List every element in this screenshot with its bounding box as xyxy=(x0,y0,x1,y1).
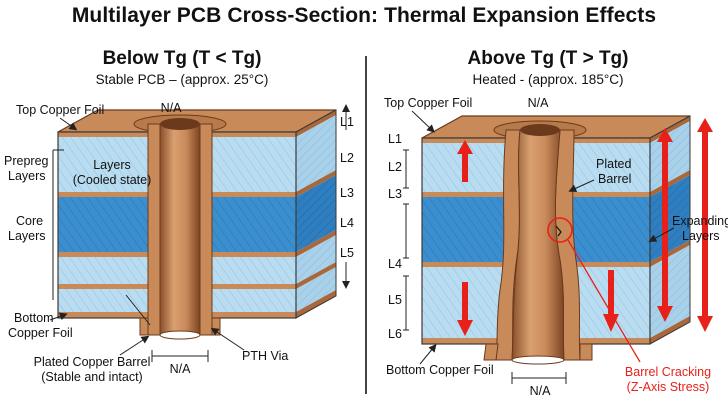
right-layer-L4: L4 xyxy=(388,257,402,271)
left-layer-names: L1 L2 L3 L4 L5 xyxy=(340,115,354,260)
left-barrel-label-pointer xyxy=(119,335,150,356)
left-layers-label-line2: (Cooled state) xyxy=(73,173,152,187)
left-layer-L2: L2 xyxy=(340,151,354,165)
right-bottom-copper-pointer xyxy=(419,343,437,365)
crack-callout-line xyxy=(567,239,641,363)
crack-mark xyxy=(555,225,562,237)
right-plated-label-line1: Plated xyxy=(596,157,631,171)
right-layer-L1: L1 xyxy=(388,132,402,146)
right-panel-heading: Above Tg (T > Tg) xyxy=(467,48,629,69)
right-bottom-dimension: N/A xyxy=(530,384,552,398)
expanding-pointer xyxy=(648,227,675,242)
right-plated-barrel xyxy=(483,124,593,365)
left-panel-subheading: Stable PCB – (approx. 25°C) xyxy=(95,72,269,87)
red-arrow-up-left xyxy=(457,140,473,182)
page-title: Multilayer PCB Cross-Section: Thermal Ex… xyxy=(71,4,657,27)
left-layer-L1: L1 xyxy=(340,115,354,129)
left-bottom-dimension: N/A xyxy=(170,362,192,376)
left-pcb xyxy=(57,109,337,340)
expanding-label-line1: Expanding xyxy=(672,214,728,228)
left-core-label-line1: Core xyxy=(16,214,43,228)
right-layer-names: L1 L2 L3 L4 L5 L6 xyxy=(388,132,402,341)
panel-divider xyxy=(365,56,367,394)
left-core-label-line2: Layers xyxy=(8,229,46,243)
crack-label-line1: Barrel Cracking xyxy=(625,365,711,379)
right-top-dimension: N/A xyxy=(528,96,550,110)
left-barrel-pointer xyxy=(125,294,151,326)
left-side-face xyxy=(295,109,337,319)
right-side-face xyxy=(649,115,691,345)
left-pth-via-pointer xyxy=(210,327,245,351)
right-plated-pointer xyxy=(568,179,595,192)
crack-label-line2: (Z-Axis Stress) xyxy=(627,380,710,394)
left-top-copper-label: Top Copper Foil xyxy=(16,103,104,117)
left-bottom-copper-pointer xyxy=(49,312,68,321)
red-arrow-side-2 xyxy=(697,118,713,332)
left-pth-via-label: PTH Via xyxy=(242,349,288,363)
crack-indicator-circle xyxy=(547,217,573,243)
red-arrow-down-left xyxy=(457,282,473,336)
right-layer-L5: L5 xyxy=(388,293,402,307)
left-bottom-copper-line2: Copper Foil xyxy=(8,326,73,340)
left-barrel-label-line1: Plated Copper Barrel xyxy=(34,355,151,369)
right-layer-L6: L6 xyxy=(388,327,402,341)
left-panel-heading: Below Tg (T < Tg) xyxy=(102,48,262,69)
left-layers-label-line1: Layers xyxy=(93,158,131,172)
left-barrel-label-line2: (Stable and intact) xyxy=(41,370,142,384)
left-bottom-copper-line1: Bottom xyxy=(14,311,54,325)
expanding-label-line2: Layers xyxy=(682,229,720,243)
left-layer-L3: L3 xyxy=(340,186,354,200)
right-top-copper-pointer xyxy=(411,110,435,133)
right-plated-label-line2: Barrel xyxy=(598,172,631,186)
left-prepreg-label-line2: Layers xyxy=(8,169,46,183)
left-top-copper-pointer xyxy=(59,117,78,131)
left-layer-L5: L5 xyxy=(340,246,354,260)
right-bottom-copper-label: Bottom Copper Foil xyxy=(386,363,494,377)
left-plated-barrel xyxy=(139,118,221,340)
right-layer-L2: L2 xyxy=(388,160,402,174)
left-prepreg-label-line1: Prepreg xyxy=(4,154,49,168)
right-panel-subheading: Heated - (approx. 185°C) xyxy=(472,72,624,87)
left-top-dimension: N/A xyxy=(161,101,183,115)
left-layer-L4: L4 xyxy=(340,216,354,230)
right-layer-L3: L3 xyxy=(388,187,402,201)
right-layer-brackets xyxy=(403,149,409,331)
red-arrow-side-1 xyxy=(657,128,673,322)
right-top-copper-label: Top Copper Foil xyxy=(384,96,472,110)
